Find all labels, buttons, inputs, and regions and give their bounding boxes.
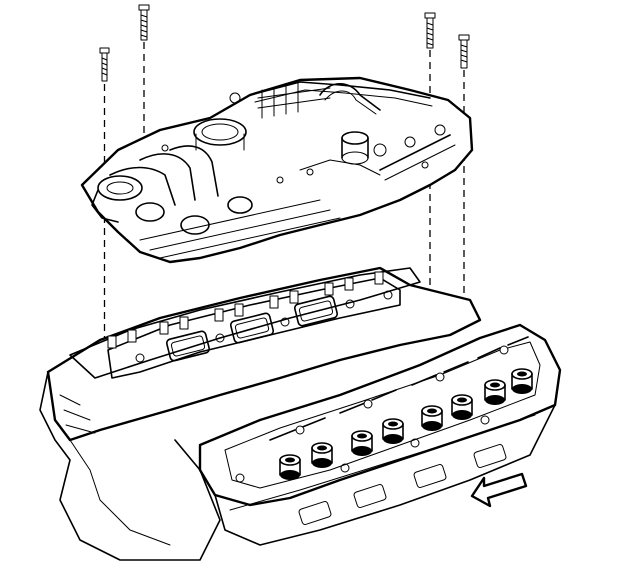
cylinder-head-right — [198, 323, 562, 546]
mounting-bolt — [458, 34, 470, 320]
mounting-bolt — [99, 47, 110, 340]
rocker-studs-left — [107, 271, 384, 349]
intake-manifold — [80, 76, 474, 264]
valve-spring — [279, 454, 301, 480]
valve-spring — [421, 405, 443, 431]
valve-spring — [311, 442, 333, 468]
valve-spring — [511, 368, 533, 394]
valve-spring — [451, 394, 473, 420]
front-arrow-icon — [470, 472, 528, 508]
cylinder-head-left — [69, 267, 421, 379]
valve-spring — [382, 418, 404, 444]
valve-spring-assemblies — [269, 336, 533, 480]
valve-spring — [351, 430, 373, 456]
valve-spring — [484, 379, 506, 405]
